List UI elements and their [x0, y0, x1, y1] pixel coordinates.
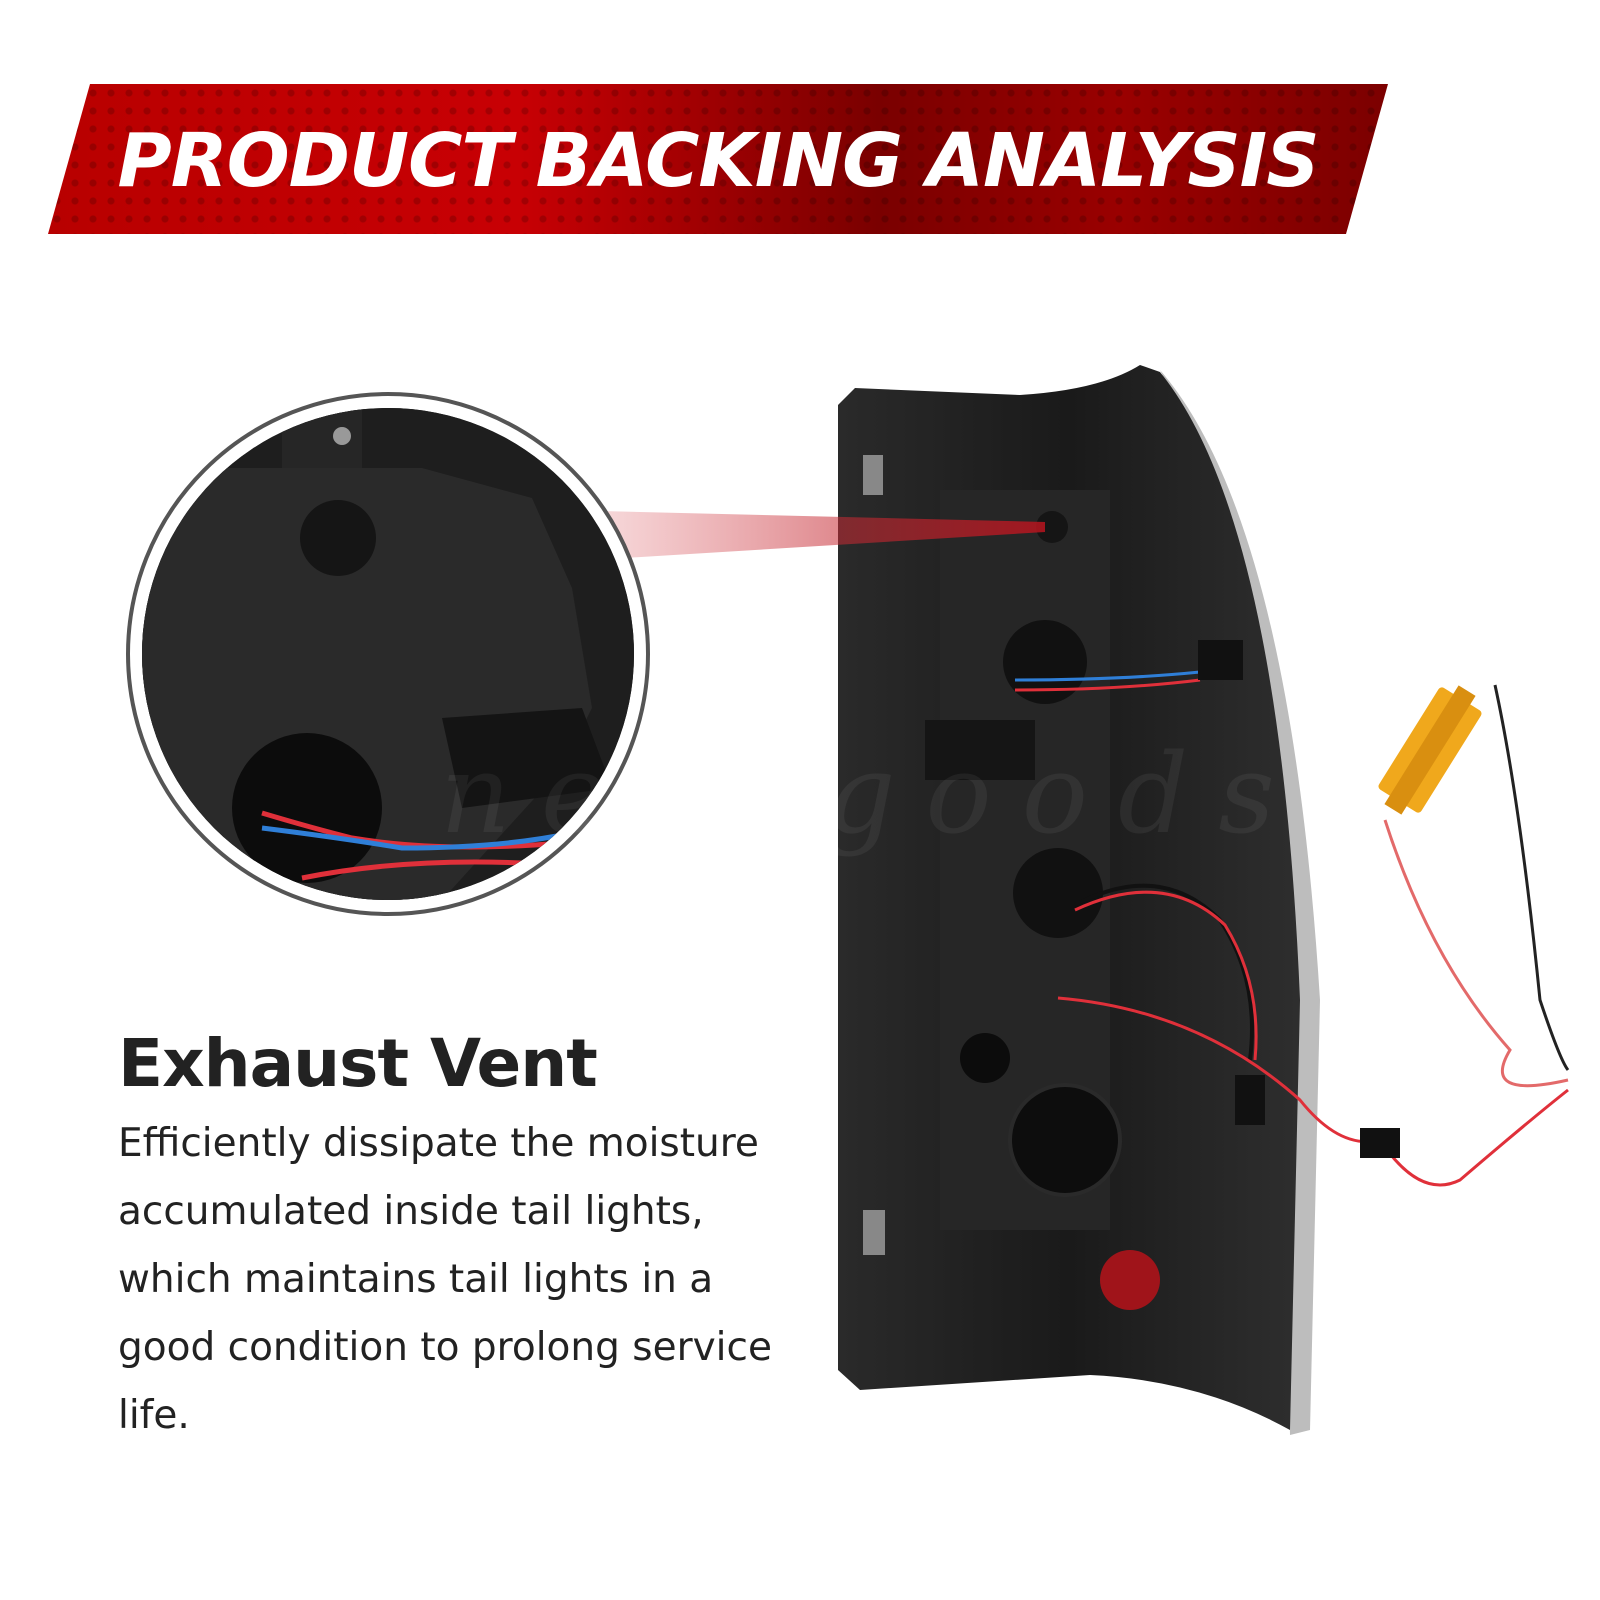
banner-title: PRODUCT BACKING ANALYSIS — [117, 118, 1319, 204]
title-banner: PRODUCT BACKING ANALYSIS — [48, 84, 1388, 234]
vent-closeup-magnifier — [126, 392, 650, 916]
reflector — [1100, 1250, 1160, 1310]
feature-description: Efficiently dissipate the moisture accum… — [118, 1121, 772, 1438]
watermark: new goods — [440, 730, 1305, 858]
exhaust-vent-closeup — [300, 500, 376, 576]
load-resistor — [1378, 685, 1482, 815]
vent-closeup-photo — [142, 408, 634, 900]
feature-title: Exhaust Vent — [118, 1025, 598, 1102]
exhaust-vent — [1036, 511, 1068, 543]
